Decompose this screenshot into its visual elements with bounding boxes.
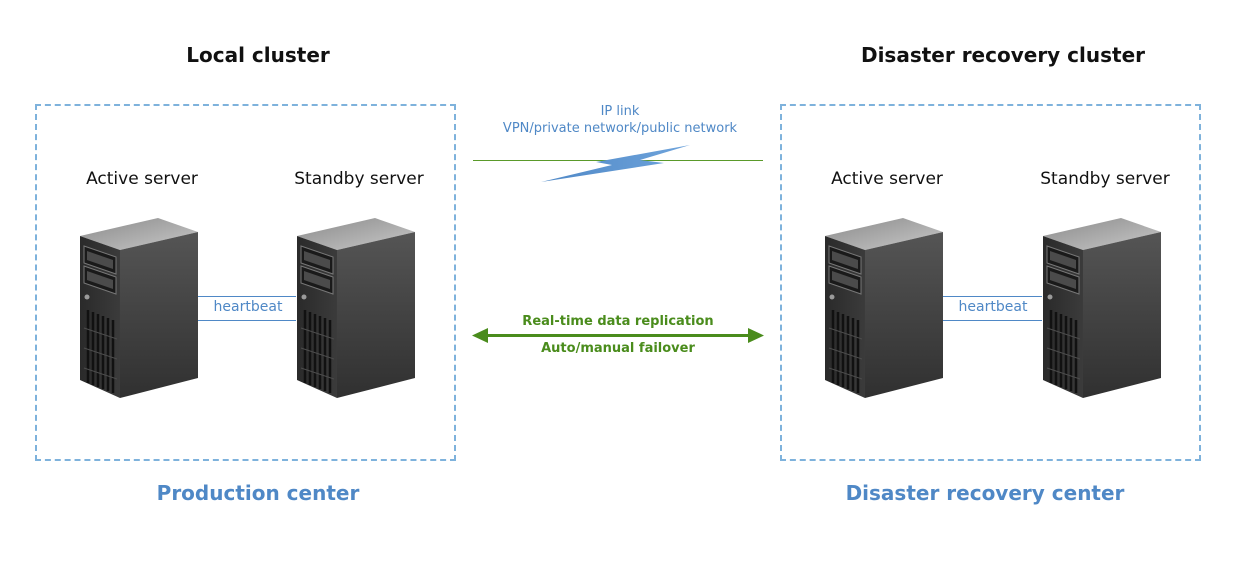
dr-center-label: Disaster recovery center xyxy=(845,481,1125,505)
dr-cluster-box xyxy=(780,104,1201,461)
dr-standby-server-label: Standby server xyxy=(1040,169,1170,189)
dr-heartbeat-label: heartbeat xyxy=(958,299,1028,315)
dr-cluster-title: Disaster recovery cluster xyxy=(860,43,1146,67)
local-active-server-label: Active server xyxy=(86,169,198,189)
ip-link-label: IP link xyxy=(600,104,640,119)
lightning-bolt-icon xyxy=(541,145,690,182)
replication-label: Real-time data replication xyxy=(522,314,714,329)
local-standby-server-label: Standby server xyxy=(294,169,424,189)
dr-heartbeat-lines xyxy=(943,296,1042,321)
replication-arrow xyxy=(472,328,764,343)
local-heartbeat-label: heartbeat xyxy=(213,299,283,315)
ip-link-network-label: VPN/private network/public network xyxy=(502,121,738,136)
dr-active-server-label: Active server xyxy=(831,169,943,189)
production-center-label: Production center xyxy=(156,481,360,505)
failover-label: Auto/manual failover xyxy=(541,341,695,356)
local-cluster-box xyxy=(35,104,456,461)
local-cluster-title: Local cluster xyxy=(186,43,330,67)
local-heartbeat-lines xyxy=(198,296,296,321)
